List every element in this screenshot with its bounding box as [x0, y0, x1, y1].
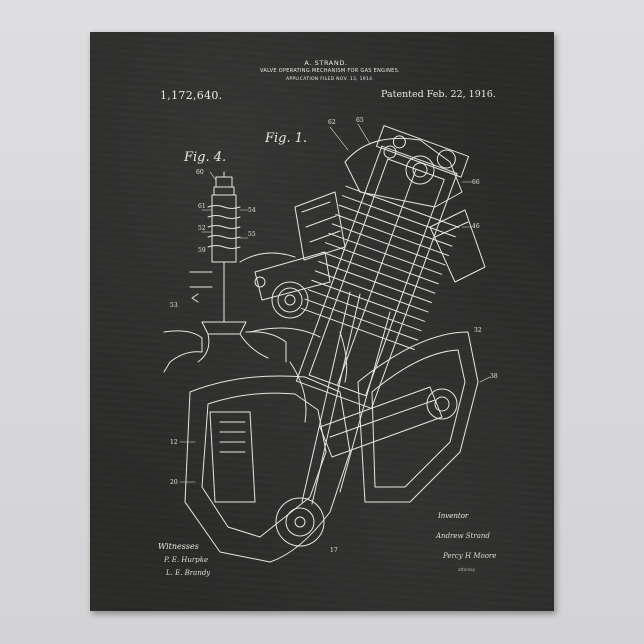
fig4-label: Fig. 4.	[184, 150, 226, 165]
engine-drawing: 60 61 52 59 54 55 53 62 65 66 46 32 38 1…	[90, 32, 554, 611]
attorney-signature: Percy H Moore	[443, 552, 496, 560]
fig1-label: Fig. 1.	[265, 131, 307, 146]
main-cylinder	[278, 121, 483, 416]
svg-text:59: 59	[198, 247, 206, 254]
svg-text:61: 61	[198, 203, 206, 210]
witness-signature-2: L. E. Brandy	[166, 569, 210, 577]
attorney-label: attorney	[458, 567, 475, 572]
svg-text:55: 55	[248, 231, 256, 238]
witness-signature-1: P. E. Hurpke	[164, 556, 208, 564]
svg-text:54: 54	[248, 207, 256, 214]
part-number-marks: 60 61 52 59 54 55 53 62 65 66 46 32 38 1…	[170, 117, 498, 554]
patent-poster: A. STRAND. VALVE OPERATING MECHANISM FOR…	[90, 32, 554, 611]
svg-text:66: 66	[472, 179, 480, 186]
witnesses-label: Witnesses	[158, 542, 199, 551]
svg-text:38: 38	[490, 373, 498, 380]
crankcase	[185, 376, 350, 562]
svg-text:53: 53	[170, 302, 178, 309]
inventor-signature: Andrew Strand	[436, 532, 490, 540]
svg-text:12: 12	[170, 439, 178, 446]
svg-text:46: 46	[472, 223, 480, 230]
svg-text:17: 17	[330, 547, 338, 554]
svg-text:62: 62	[328, 119, 336, 126]
svg-text:60: 60	[196, 169, 204, 176]
fig4-valve-assembly	[164, 172, 286, 372]
rocker-cam-assembly	[240, 252, 330, 337]
svg-text:65: 65	[356, 117, 364, 124]
svg-text:32: 32	[474, 327, 482, 334]
svg-text:20: 20	[170, 479, 178, 486]
inventor-label: Inventor	[438, 512, 468, 520]
svg-text:52: 52	[198, 225, 206, 232]
